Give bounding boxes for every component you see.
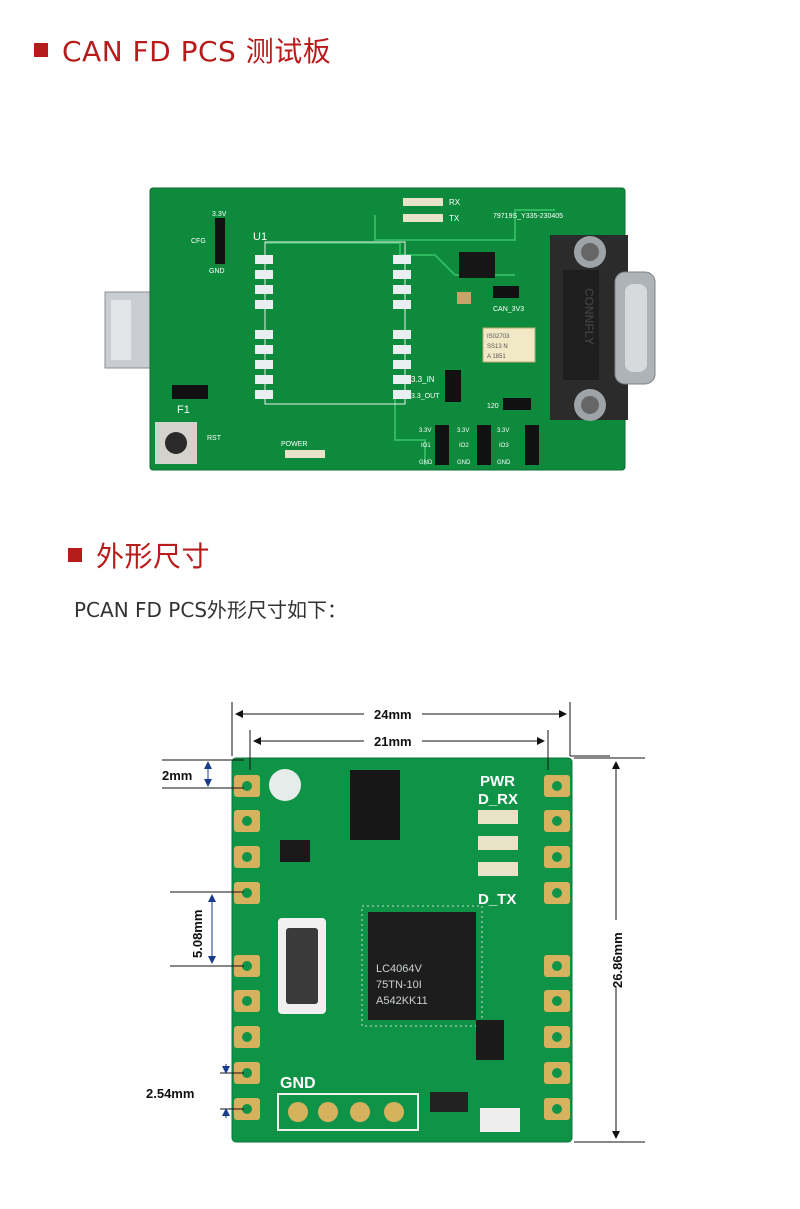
width-24mm-label: 24mm xyxy=(374,707,412,722)
label-io2-gnd: GND xyxy=(457,460,471,466)
label-gnd-cfg: GND xyxy=(209,268,225,275)
label-io3-3v3: 3.3V xyxy=(497,428,509,434)
ic-line1: LC4064V xyxy=(376,963,423,975)
section-title-text: 外形尺寸 xyxy=(96,540,211,573)
label-f1: F1 xyxy=(177,404,190,416)
label-io3: IO3 xyxy=(499,443,509,449)
label-io2: IO2 xyxy=(459,443,469,449)
ic-line2: 75TN-10I xyxy=(376,979,422,991)
label-rx: RX xyxy=(449,198,461,207)
label-tx: TX xyxy=(449,214,460,223)
gnd-label: GND xyxy=(280,1075,316,1092)
label-io2-3v3: 3.3V xyxy=(457,428,469,434)
db9-brand: CONNFLY xyxy=(582,288,596,345)
label-rst: RST xyxy=(207,435,222,442)
width-21mm-label: 21mm xyxy=(374,734,412,749)
label-power: POWER xyxy=(281,441,307,448)
label-io3-gnd: GND xyxy=(497,460,511,466)
dimensions-intro: PCAN FD PCS外形尺寸如下： xyxy=(74,598,348,622)
label-3-3-out: 3.3_OUT xyxy=(411,393,440,400)
osc-line2: SS13 N xyxy=(487,344,508,350)
pin-top-label: 2mm xyxy=(162,768,192,783)
title-marker-icon xyxy=(68,548,82,562)
section-title-board: CAN FD PCS 测试板 xyxy=(34,30,331,70)
test-board-image: RX TX 79719S_Y335-230405 3.3V CFG GND U1… xyxy=(104,187,656,471)
pwr-label: PWR xyxy=(480,773,515,790)
d-tx-label: D_TX xyxy=(478,891,516,908)
dimension-drawing: PWR D_RX D_TX GND LC4064V 75TN-10I A542K… xyxy=(146,702,645,1143)
height-label: 26.86mm xyxy=(610,932,625,988)
osc-line3: A 1851 xyxy=(487,354,506,360)
label-io1: IO1 xyxy=(421,443,431,449)
label-120: 120 xyxy=(487,403,499,410)
label-can-3v3: CAN_3V3 xyxy=(493,306,524,313)
title-marker-icon xyxy=(34,43,48,57)
label-3v3-cfg: 3.3V xyxy=(212,211,227,218)
section-title-dimensions: 外形尺寸 xyxy=(68,535,210,575)
section-title-text: CAN FD PCS 测试板 xyxy=(62,35,332,68)
d-rx-label: D_RX xyxy=(478,791,518,808)
label-io1-3v3: 3.3V xyxy=(419,428,431,434)
label-3-3-in: 3.3_IN xyxy=(411,375,435,384)
label-u1: U1 xyxy=(253,231,267,243)
ic-line3: A542KK11 xyxy=(376,995,428,1007)
label-serial: 79719S_Y335-230405 xyxy=(493,213,563,220)
pin-spacing-b-label: 2.54mm xyxy=(146,1086,194,1101)
label-io1-gnd: GND xyxy=(419,460,433,466)
pin-spacing-a-label: 5.08mm xyxy=(190,910,205,958)
label-cfg: CFG xyxy=(191,238,206,245)
osc-line1: IS02703 xyxy=(487,334,510,340)
